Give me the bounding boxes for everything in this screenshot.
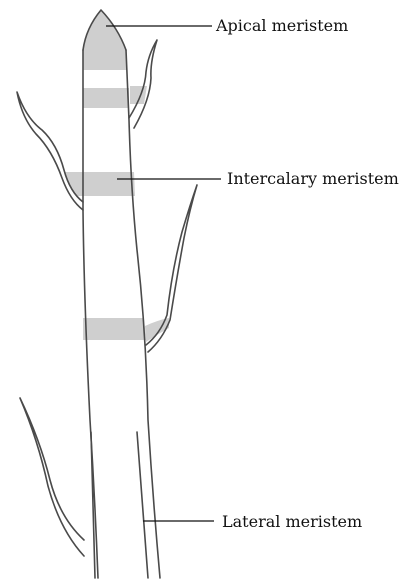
left-leaf (17, 92, 83, 210)
lower-shading-band (83, 318, 146, 340)
intercalary-meristem-band (83, 172, 135, 196)
stem-right-edge (126, 50, 160, 578)
intercalary-meristem-label: Intercalary meristem (227, 169, 399, 188)
upper-right-leaf (129, 40, 157, 128)
lower-left-leaf (20, 398, 84, 556)
apical-meristem-tip (83, 10, 127, 70)
stem-left-edge (83, 50, 98, 578)
lateral-vascular-line-right (137, 432, 148, 578)
apical-meristem-label: Apical meristem (215, 16, 348, 35)
upper-shading-band (83, 88, 129, 108)
lateral-meristem-label: Lateral meristem (222, 512, 362, 531)
